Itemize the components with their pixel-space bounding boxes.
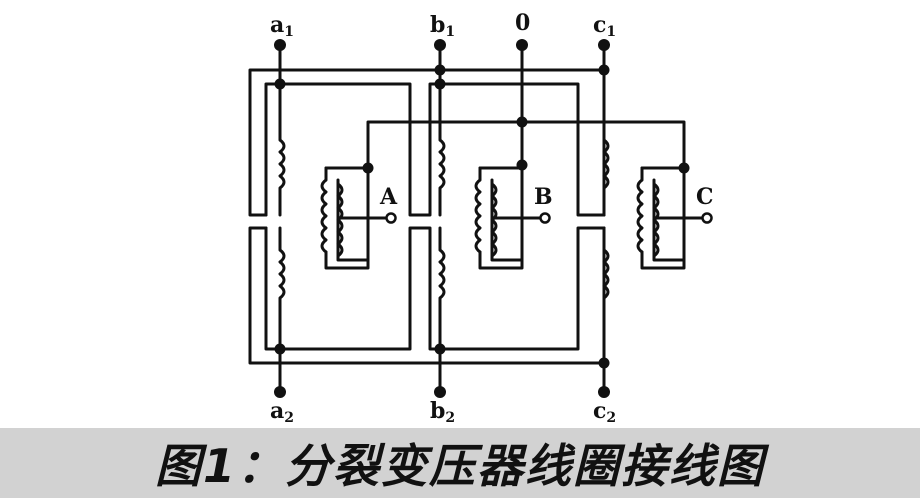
label-b1: b1 (430, 12, 455, 40)
transformer-wiring-diagram: a1 b1 0 c1 a2 b2 c2 A B C (248, 10, 714, 425)
primary-winding-a (320, 166, 397, 270)
label-b2: b2 (430, 398, 455, 425)
coil-c2 (602, 248, 610, 300)
coil-a1 (278, 138, 286, 190)
label-phase-a: A (379, 184, 398, 210)
neutral-bus (366, 43, 686, 170)
label-a1: a1 (270, 12, 294, 40)
terminal-dots (274, 39, 610, 398)
figure-caption: 图1：分裂变压器线圈接线图 (154, 439, 765, 493)
label-a2: a2 (270, 398, 294, 425)
coil-b2 (438, 248, 446, 300)
primary-winding-c (636, 166, 713, 270)
primary-winding-b (474, 163, 551, 270)
label-zero: 0 (515, 10, 530, 36)
caption-bar: 图1：分裂变压器线圈接线图 (0, 428, 920, 498)
label-phase-c: C (696, 184, 714, 210)
coil-a2 (278, 248, 286, 300)
label-c1: c1 (593, 12, 616, 40)
label-c2: c2 (593, 398, 616, 425)
label-phase-b: B (534, 184, 553, 210)
junction-dots (274, 64, 690, 369)
coil-b1 (438, 138, 446, 190)
coil-c1 (602, 138, 610, 190)
core-left (248, 68, 606, 365)
